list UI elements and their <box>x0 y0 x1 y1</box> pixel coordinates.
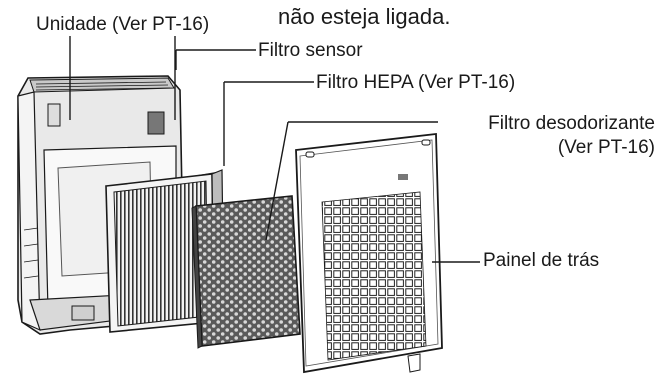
hepa-filter <box>105 169 225 333</box>
caption-text: não esteja ligada. <box>278 4 451 29</box>
label-filtro-desodorizante: Filtro desodorizante (Ver PT-16) <box>488 112 655 160</box>
back-panel <box>295 132 443 374</box>
label-filtro-sensor: Filtro sensor <box>258 40 363 61</box>
label-filtro-desodorizante-name: Filtro desodorizante <box>488 113 655 134</box>
label-filtro-desodorizante-ref: (Ver PT-16) <box>557 137 655 158</box>
label-filtro-hepa: Filtro HEPA (Ver PT-16) <box>316 72 516 93</box>
label-unidade: Unidade (Ver PT-16) <box>36 14 210 35</box>
leader-lines <box>69 36 480 263</box>
label-painel-de-tras: Painel de trás <box>483 250 600 271</box>
deodorizing-filter <box>191 195 301 349</box>
